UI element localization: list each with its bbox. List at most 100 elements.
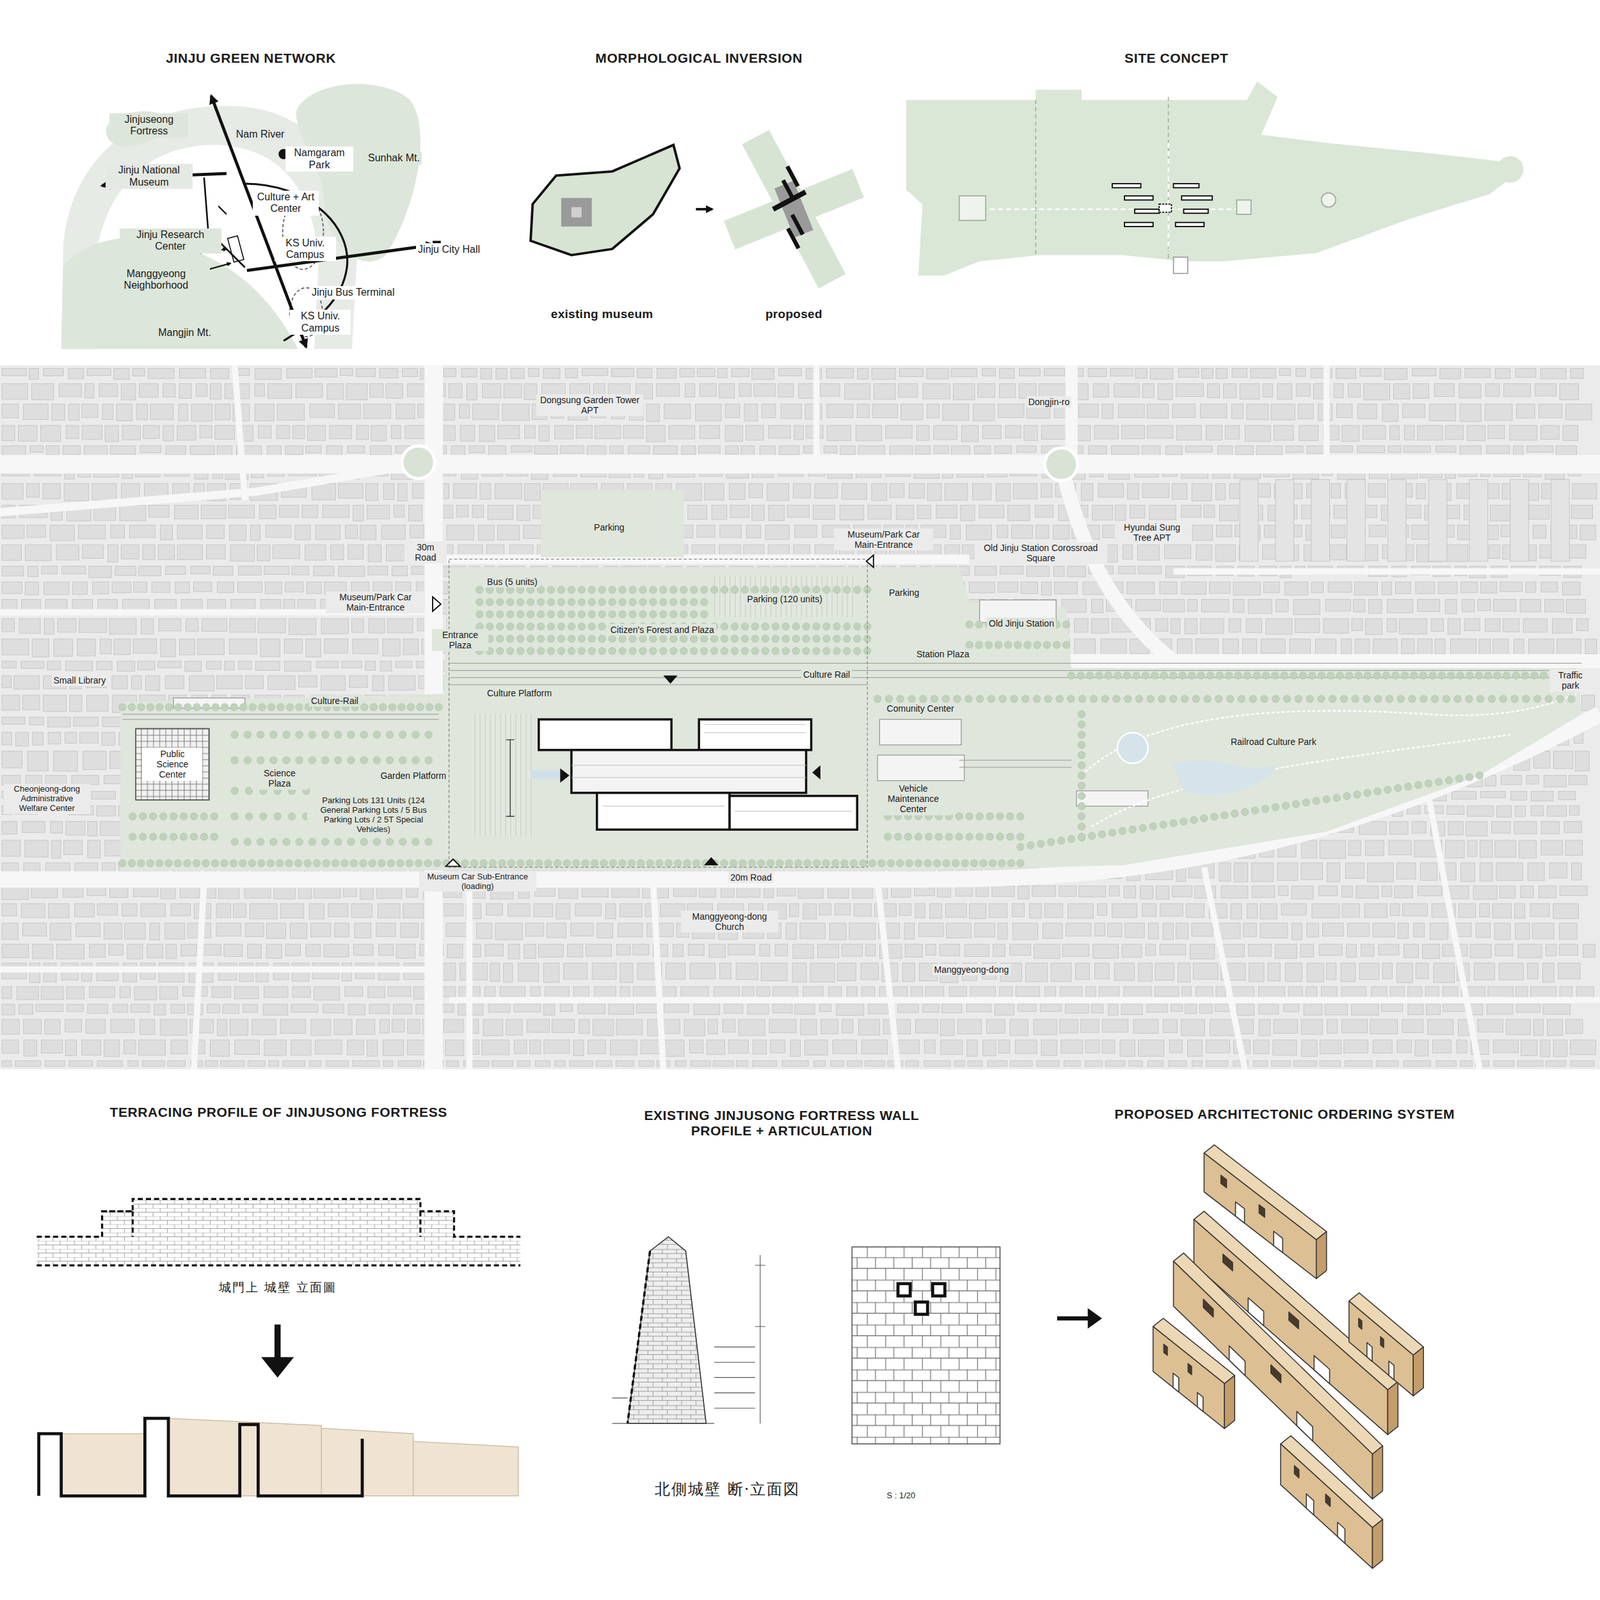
site-illustration: [979, 504, 1005, 518]
site-illustration: [977, 383, 996, 398]
site-illustration: [27, 751, 48, 772]
site-illustration: [994, 446, 1012, 454]
site-illustration: [1445, 425, 1464, 440]
site-illustration: [177, 544, 203, 560]
site-illustration: [1094, 425, 1119, 440]
site-illustration: [771, 189, 807, 212]
site-illustration: [741, 446, 755, 457]
site-illustration: [83, 446, 107, 456]
site-illustration: [24, 581, 39, 595]
site-illustration: [1215, 544, 1236, 562]
site-illustration: [1301, 504, 1312, 519]
site-illustration: [1, 368, 27, 376]
site-illustration: [997, 581, 1018, 592]
site-illustration: [1413, 383, 1430, 399]
site-illustration: [1110, 368, 1133, 377]
site-illustration: [1514, 805, 1526, 817]
site-illustration: [65, 732, 77, 744]
site-illustration: [1553, 751, 1573, 769]
site-illustration: [1450, 638, 1476, 656]
site-illustration: [1159, 581, 1177, 594]
site-illustration: [360, 524, 377, 540]
site-illustration: [1549, 862, 1567, 879]
site-illustration: [385, 383, 403, 399]
site-illustration: [69, 695, 82, 712]
site-illustration: [1054, 581, 1078, 594]
site-illustration: [84, 383, 95, 398]
site-illustration: [177, 425, 196, 441]
site-illustration: [49, 524, 75, 541]
site-illustration: [1464, 618, 1480, 632]
site-illustration: [1486, 446, 1510, 454]
site-illustration: [1041, 483, 1053, 498]
site-illustration: [23, 403, 48, 420]
site-illustration: [165, 675, 184, 689]
site-illustration: [908, 483, 925, 499]
site-illustration: [469, 446, 485, 454]
site-illustration: [295, 524, 311, 540]
site-illustration: [1235, 446, 1254, 456]
site-illustration: [1527, 862, 1545, 881]
site-illustration: [1242, 638, 1257, 655]
site-illustration: [1203, 504, 1215, 518]
site-illustration: [974, 566, 997, 576]
site-illustration: [752, 504, 765, 521]
site-illustration: [1525, 581, 1536, 592]
site-illustration: [109, 618, 137, 635]
site-illustration: [267, 383, 292, 399]
site-illustration: [451, 446, 466, 457]
site-illustration: [191, 403, 213, 422]
site-illustration: [965, 524, 992, 540]
site-illustration: [1345, 862, 1364, 879]
site-illustration: [305, 638, 321, 657]
site-illustration: [1250, 368, 1277, 379]
site-illustration: [944, 483, 968, 501]
site-illustration: [480, 483, 491, 500]
site-illustration: [1575, 751, 1590, 772]
site-illustration: [1167, 142, 1169, 250]
site-illustration: [254, 403, 274, 421]
site-illustration: [92, 581, 109, 594]
site-illustration: [61, 83, 441, 349]
site-illustration: [1565, 840, 1583, 856]
site-illustration: [745, 425, 764, 441]
site-illustration: [1331, 483, 1341, 499]
site-illustration: [479, 425, 495, 442]
site-illustration: [31, 383, 54, 400]
site-illustration: [1118, 566, 1136, 575]
site-illustration: [408, 504, 423, 521]
site-illustration: [81, 425, 102, 440]
site-illustration: [1580, 524, 1597, 540]
site-illustration: [110, 446, 136, 455]
site-illustration: [646, 425, 665, 442]
site-illustration: [133, 581, 148, 592]
site-illustration: [1319, 840, 1346, 859]
site-illustration: [1217, 446, 1233, 457]
site-illustration: [51, 403, 65, 420]
site-illustration: [1532, 524, 1547, 539]
site-illustration: [1124, 195, 1154, 200]
site-illustration: [1336, 368, 1357, 379]
site-illustration: [696, 524, 715, 537]
site-illustration: [961, 425, 979, 442]
site-illustration: [1191, 483, 1212, 502]
site-illustration: [393, 504, 404, 518]
site-illustration: [44, 618, 54, 635]
site-illustration: [1477, 599, 1491, 611]
site-illustration: [1420, 862, 1437, 881]
site-illustration: [119, 504, 146, 521]
site-illustration: [229, 618, 256, 633]
site-illustration: [62, 566, 86, 575]
site-illustration: [560, 446, 584, 454]
site-illustration: [268, 675, 296, 690]
site-illustration: [190, 566, 210, 575]
site-illustration: [79, 618, 107, 633]
site-illustration: [140, 446, 162, 454]
site-illustration: [656, 383, 680, 397]
site-illustration: [1535, 383, 1557, 396]
site-illustration: [145, 675, 160, 691]
site-illustration: [1368, 524, 1386, 537]
site-illustration: [254, 368, 281, 380]
site-illustration: [22, 821, 45, 833]
site-illustration: [656, 368, 676, 379]
